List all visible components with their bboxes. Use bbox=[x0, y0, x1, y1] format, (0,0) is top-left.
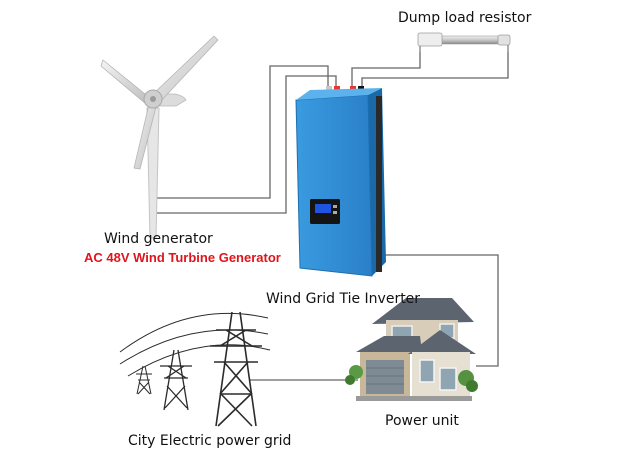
dump-load-label: Dump load resistor bbox=[398, 10, 532, 26]
power-unit-label: Power unit bbox=[385, 413, 459, 429]
house-icon bbox=[345, 298, 478, 401]
dump-load-resistor-icon bbox=[417, 32, 511, 52]
transmission-tower-icon bbox=[119, 311, 271, 427]
turbine-model-label: AC 48V Wind Turbine Generator bbox=[84, 250, 281, 265]
wind-turbine-icon bbox=[100, 35, 219, 239]
turbine-wire-2 bbox=[152, 75, 337, 214]
inverter-icon bbox=[295, 86, 386, 277]
power-unit-wire bbox=[382, 254, 499, 367]
inverter-label: Wind Grid Tie Inverter bbox=[266, 291, 421, 307]
turbine-wire-1 bbox=[152, 65, 329, 199]
wiring bbox=[152, 52, 509, 381]
wind-generator-label: Wind generator bbox=[104, 231, 213, 247]
dump-wire-1 bbox=[351, 52, 421, 92]
city-grid-label: City Electric power grid bbox=[128, 433, 292, 449]
dump-wire-2 bbox=[361, 52, 509, 92]
